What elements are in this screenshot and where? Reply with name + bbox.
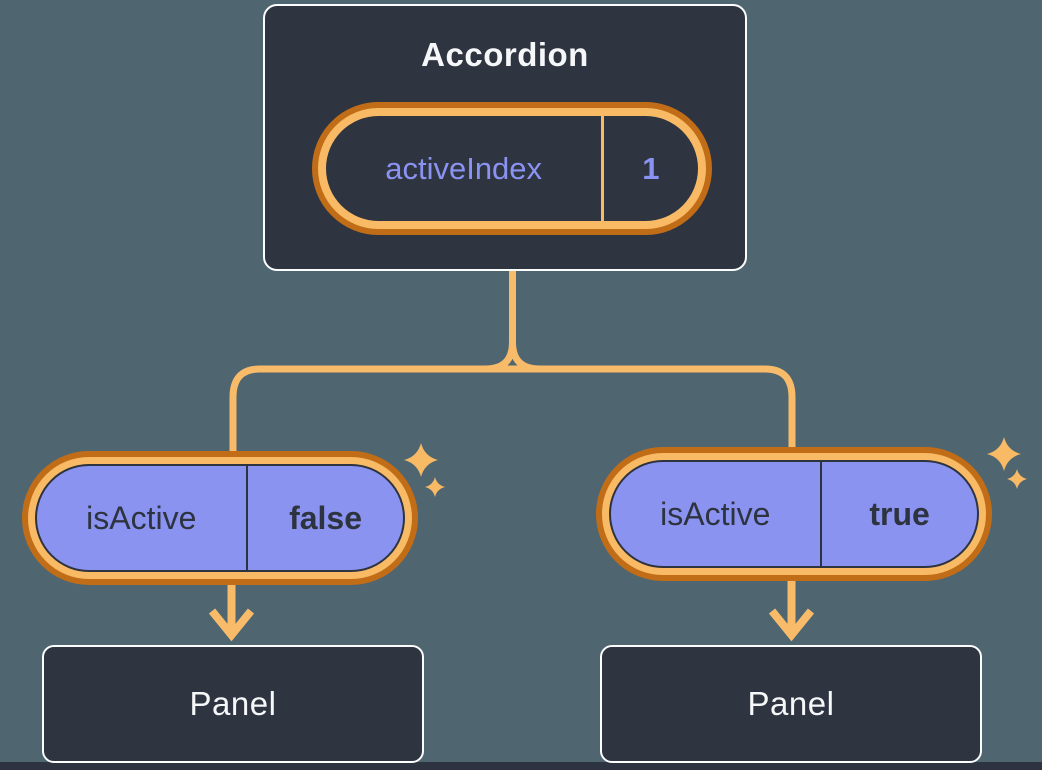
right-panel-box: Panel — [600, 645, 982, 763]
pill-divider — [245, 466, 249, 570]
right-isactive-prop-pill: isActive true — [596, 447, 992, 581]
state-pill-core: isActive true — [609, 460, 979, 568]
pill-divider — [819, 462, 823, 566]
page-background-strip — [0, 762, 1042, 770]
accordion-state-pill: activeIndex 1 — [312, 102, 712, 235]
arrow-down-icon — [768, 581, 815, 642]
state-pill-core: activeIndex 1 — [326, 116, 698, 221]
state-name-label: isActive — [86, 499, 197, 536]
connector-line — [229, 271, 796, 451]
sparkle-icon — [987, 437, 1027, 489]
state-name-label: isActive — [660, 495, 771, 532]
accordion-component-box: Accordion activeIndex 1 — [263, 4, 747, 271]
state-pill-core: isActive false — [35, 464, 405, 572]
state-name-label: activeIndex — [385, 150, 543, 186]
state-value-label: 1 — [642, 150, 660, 186]
state-value-label: true — [869, 495, 930, 532]
left-isactive-prop-pill: isActive false — [22, 451, 418, 585]
state-value-label: false — [289, 499, 363, 536]
component-title: Accordion — [421, 36, 589, 73]
arrow-down-icon — [208, 585, 255, 642]
sparkle-icon — [404, 443, 445, 497]
panel-label: Panel — [747, 685, 835, 722]
pill-divider — [601, 116, 604, 221]
panel-label: Panel — [189, 685, 277, 722]
left-panel-box: Panel — [42, 645, 424, 763]
